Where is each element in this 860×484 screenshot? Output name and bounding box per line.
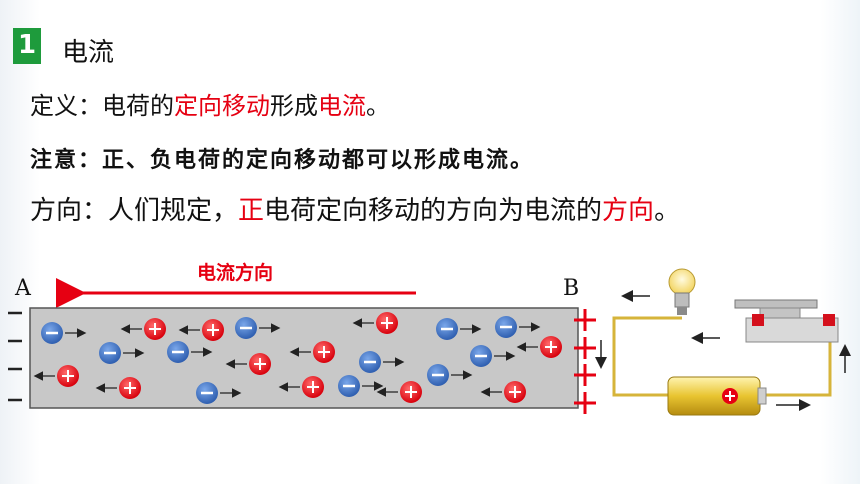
charges-group (33, 312, 562, 404)
negative-end-signs (8, 311, 22, 402)
direction-line: 方向：人们规定，正电荷定向移动的方向为电流的方向。 (30, 190, 680, 227)
definition-line: 定义：电荷的定向移动形成电流。 (30, 86, 390, 121)
circuit-wire (612, 316, 832, 397)
direction-highlight-1: 正 (238, 196, 265, 226)
direction-text-3: 。 (654, 196, 681, 226)
positive-end-signs (574, 309, 596, 414)
circuit-illustration (595, 268, 851, 416)
note-line: 注意：正、负电荷的定向移动都可以形成电流。 (30, 148, 535, 173)
light-bulb-icon (668, 268, 696, 315)
section-title: 电流 (62, 38, 115, 68)
end-label-b: B (563, 276, 580, 301)
battery-icon (667, 376, 767, 416)
direction-text-1: 方向：人们规定， (30, 196, 239, 226)
section-number: 1 (13, 28, 41, 64)
definition-highlight-2: 电流 (318, 92, 366, 120)
direction-text-2: 电荷定向移动的方向为电流的 (264, 196, 603, 226)
definition-highlight-1: 定向移动 (174, 92, 270, 120)
definition-text-1: 定义：电荷的 (30, 92, 174, 120)
definition-text-3: 。 (366, 92, 390, 120)
current-direction-label: 电流方向 (197, 262, 274, 284)
switch-icon (734, 299, 839, 343)
definition-text-2: 形成 (270, 92, 318, 120)
end-label-a: A (15, 276, 31, 301)
direction-highlight-2: 方向 (602, 196, 655, 226)
circuit-direction-arrows (595, 290, 851, 411)
